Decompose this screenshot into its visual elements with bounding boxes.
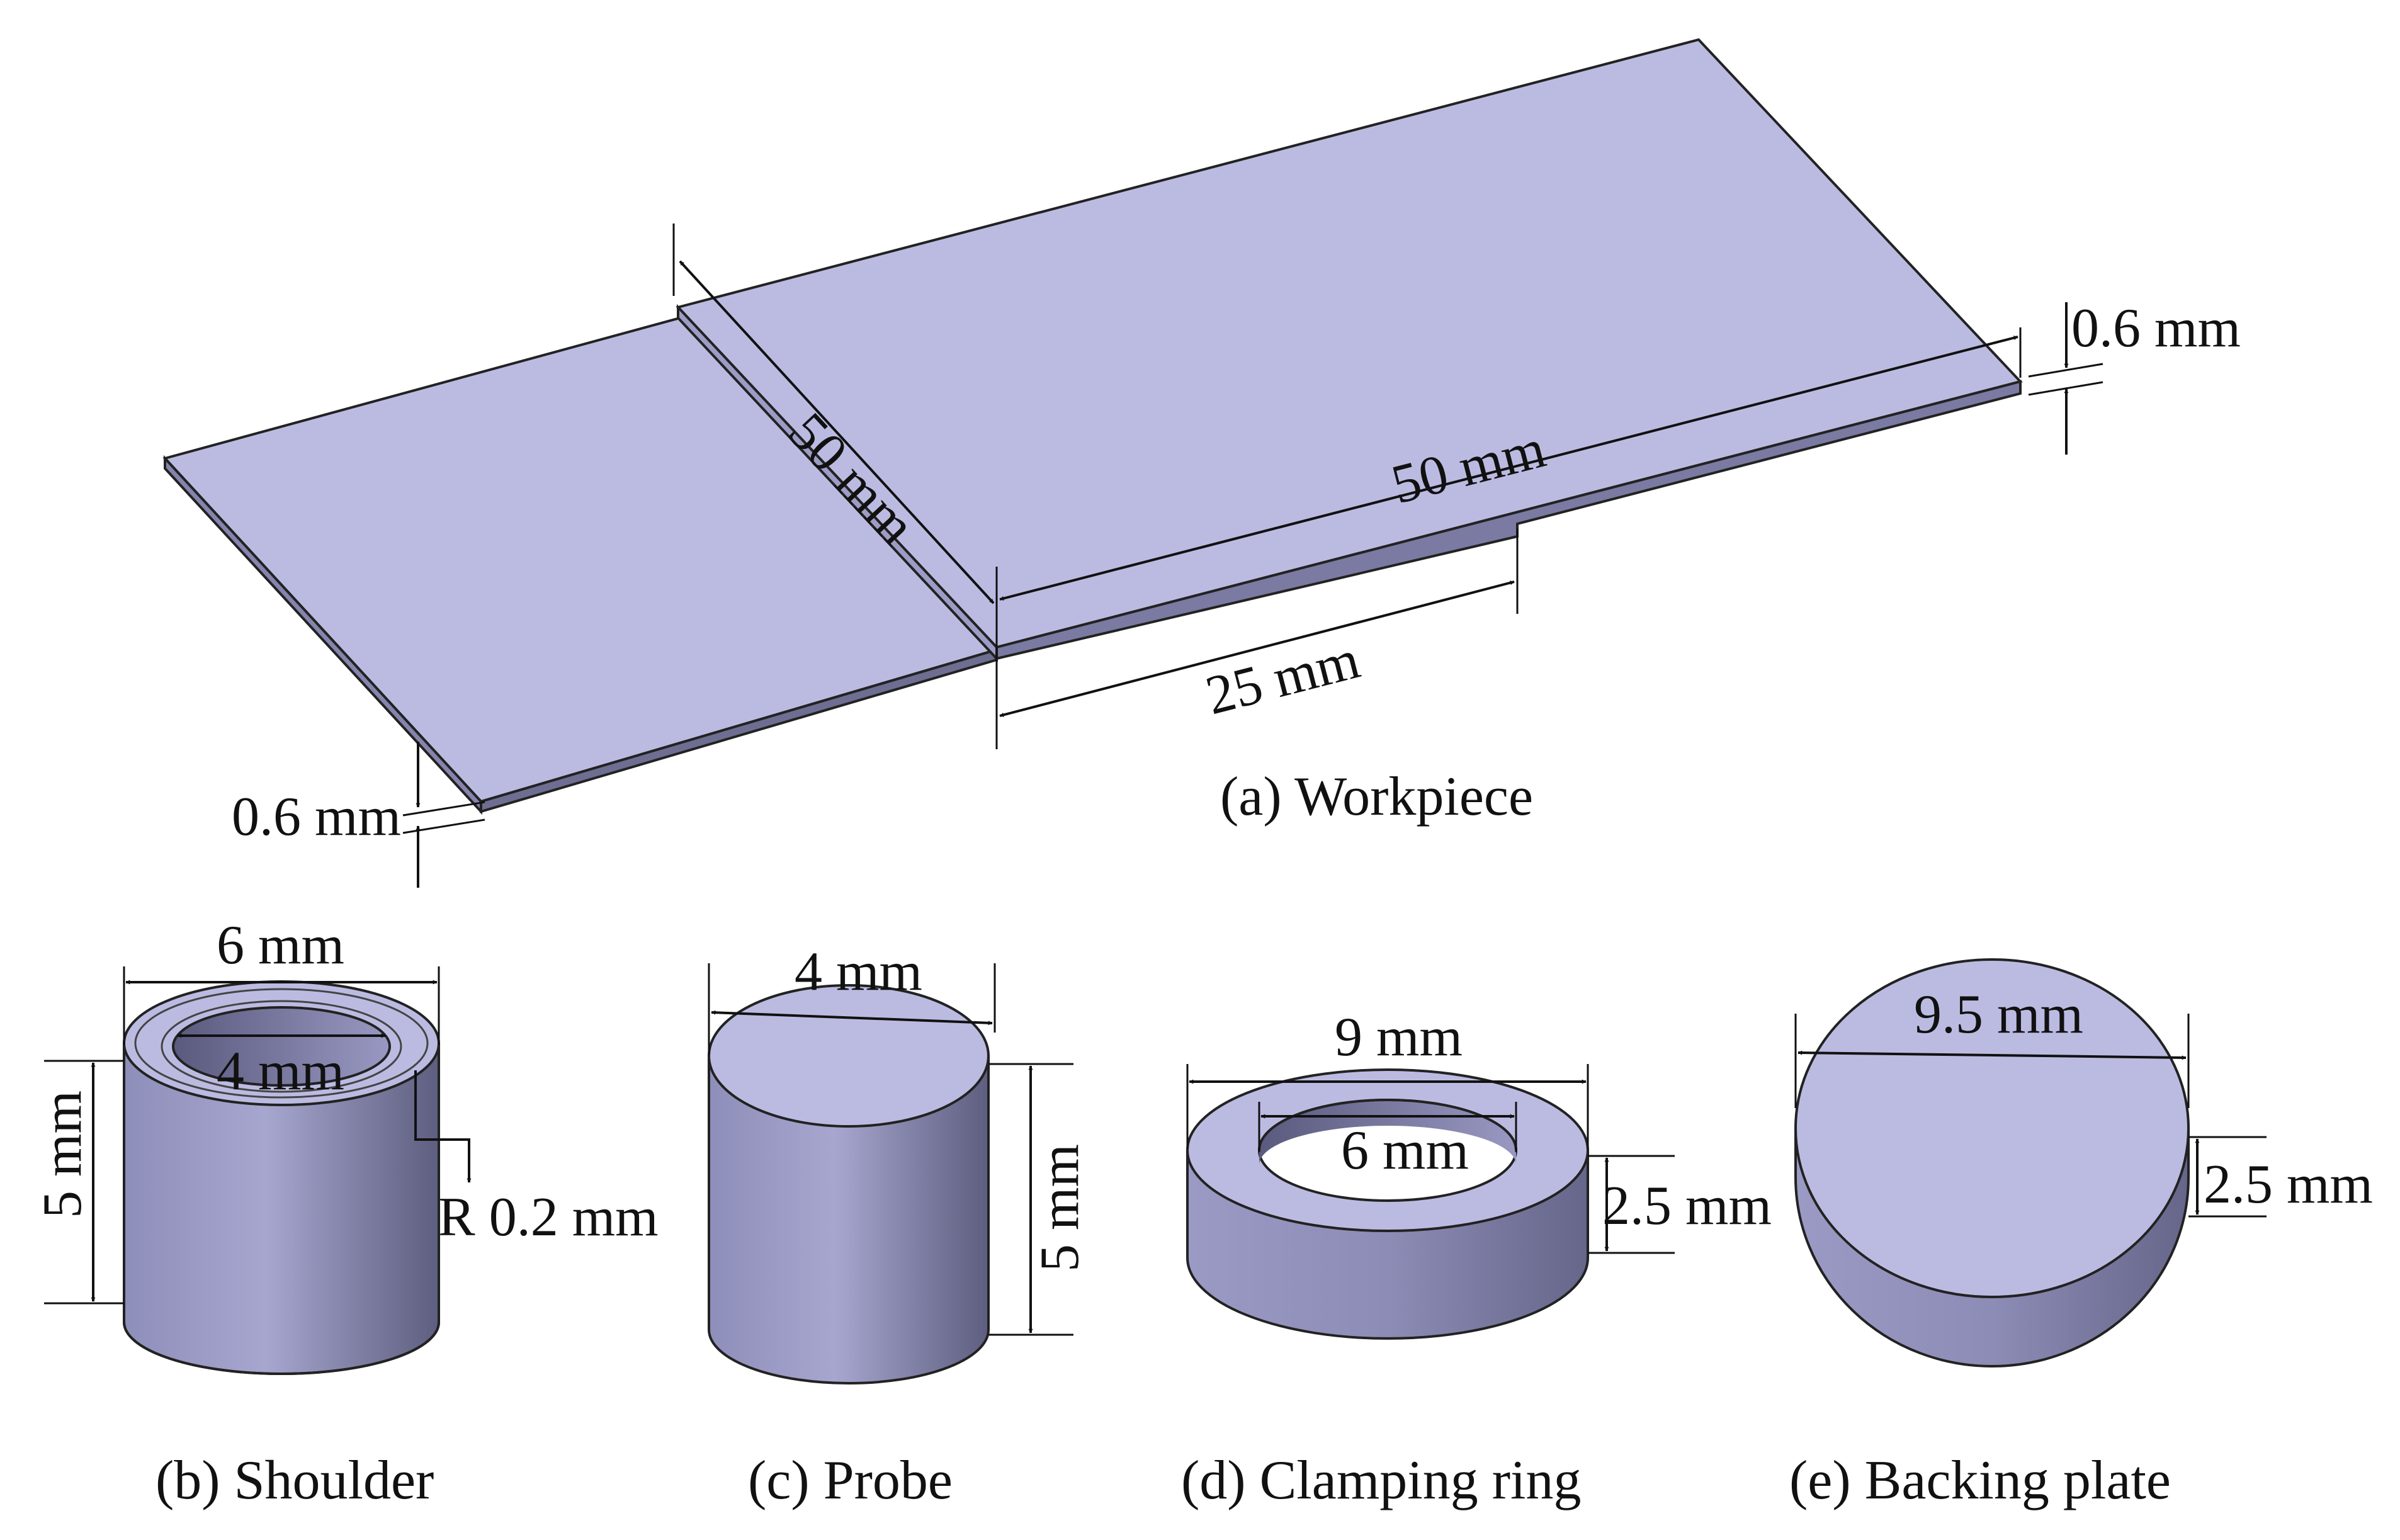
- shoulder-dim-fillet: R 0.2 mm: [438, 1187, 659, 1248]
- probe-top-face: [708, 984, 990, 1128]
- shoulder-dim-height: 5 mm: [32, 1090, 93, 1218]
- shoulder-drawing: 6 mm 4 mm 5 mm R 0.2 mm (b) Shoulder: [32, 915, 659, 1511]
- dim-overlap: 25 mm: [1200, 629, 1366, 727]
- caption-backing-plate: (e) Backing plate: [1789, 1450, 2171, 1511]
- backing-plate-top-face: [1794, 958, 2190, 1298]
- probe-dim-height: 5 mm: [1029, 1144, 1090, 1272]
- probe-dim-diameter: 4 mm: [795, 941, 922, 1002]
- caption-shoulder: (b) Shoulder: [156, 1450, 434, 1511]
- lower-plate-left-edge: [164, 455, 482, 815]
- dim-thickness-left: 0.6 mm: [232, 786, 401, 847]
- shoulder-bore: [172, 1006, 391, 1087]
- workpiece-drawing: 0.6 mm 0.6 mm 50 mm 50 mm 25 mm (a) Work…: [162, 38, 2241, 888]
- backing-dim-height: 2.5 mm: [2204, 1154, 2373, 1215]
- backing-plate-drawing: 9.5 mm 2.5 mm (e) Backing plate: [1789, 958, 2373, 1511]
- ring-dim-outer: 9 mm: [1335, 1007, 1463, 1068]
- dim-thickness-right: 0.6 mm: [2071, 298, 2241, 359]
- shoulder-dim-outer: 6 mm: [217, 915, 344, 976]
- backing-dim-diameter: 9.5 mm: [1914, 984, 2083, 1045]
- clamping-ring-drawing: 9 mm 6 mm 2.5 mm (d) Clamping ring: [1181, 1007, 1772, 1511]
- caption-clamping-ring: (d) Clamping ring: [1181, 1450, 1581, 1511]
- caption-probe: (c) Probe: [748, 1450, 953, 1511]
- shoulder-dim-inner: 4 mm: [217, 1041, 344, 1102]
- ring-dim-height: 2.5 mm: [1602, 1175, 1772, 1237]
- probe-drawing: 4 mm 5 mm (c) Probe: [708, 941, 1090, 1511]
- caption-workpiece: (a) Workpiece: [1220, 766, 1533, 827]
- probe-body: [708, 1055, 990, 1384]
- ring-dim-inner: 6 mm: [1341, 1120, 1469, 1181]
